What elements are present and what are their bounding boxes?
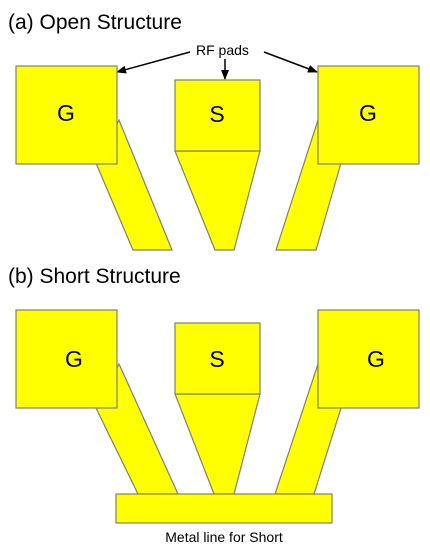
- short-ground-pad-left: [15, 309, 118, 409]
- panel-b-short-structure: (b) Short Structure G S G Metal line for…: [8, 265, 420, 545]
- callout-arrow-left: [116, 51, 191, 74]
- ground-pad-left: [15, 65, 118, 165]
- ground-pad-left-label: G: [57, 100, 75, 126]
- signal-lead: [174, 150, 261, 251]
- short-signal-pad-label: S: [209, 346, 224, 372]
- ground-pad-right-label: G: [359, 100, 377, 126]
- rf-pads-label: RF pads: [196, 42, 249, 58]
- callout-arrow-right: [263, 51, 318, 73]
- panel-a-open-structure: (a) Open Structure RF pads G S G: [8, 11, 420, 251]
- short-ground-pad-right-label: G: [367, 346, 385, 372]
- short-metal-line: [115, 493, 333, 524]
- signal-pad-label: S: [209, 101, 224, 127]
- panel-b-title: (b) Short Structure: [8, 265, 181, 288]
- signal-pad: [174, 79, 261, 152]
- panel-a-title: (a) Open Structure: [8, 11, 182, 34]
- short-signal-lead: [174, 393, 261, 495]
- ground-pad-right: [317, 65, 420, 165]
- short-metal-line-label: Metal line for Short: [165, 529, 283, 545]
- short-ground-pad-right: [317, 309, 420, 409]
- short-signal-pad: [174, 322, 261, 395]
- short-ground-pad-left-label: G: [65, 346, 83, 372]
